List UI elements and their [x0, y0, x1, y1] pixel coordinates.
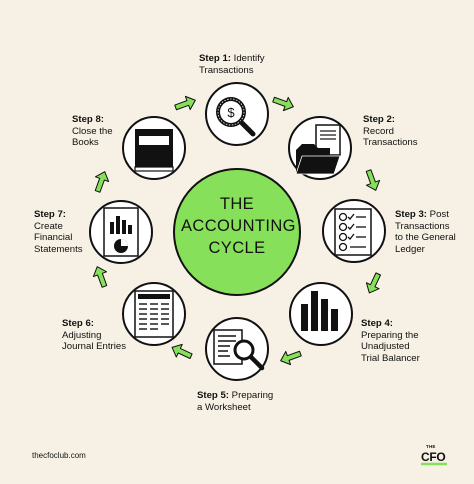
step-2-label: Step 2: Record Transactions — [363, 114, 418, 149]
closed-book-icon — [134, 129, 174, 172]
step-3-label: Step 3: Post Transactions to the General… — [395, 209, 456, 255]
step-7-text-line-1: Create — [34, 220, 63, 232]
center-title-line-2: ACCOUNTING — [181, 217, 296, 235]
center-title-line-3: CYCLE — [208, 239, 266, 257]
arrow-6-to-7 — [92, 266, 108, 288]
step-6-text-line-2: Journal Entries — [62, 341, 126, 352]
arrow-2-to-3 — [365, 169, 381, 191]
document-magnifier-icon — [213, 329, 265, 371]
step-6-label: Step 6: Adjusting Journal Entries — [62, 318, 126, 353]
step-8-text-line-1: Close the — [72, 125, 113, 137]
step-4-icon-circle — [289, 282, 353, 346]
step-7-icon-circle — [89, 200, 153, 264]
arrow-7-to-8 — [94, 171, 110, 193]
center-title-line-1: THE — [219, 195, 255, 213]
step-3-text-line-2: Transactions — [395, 220, 450, 232]
magnifier-dollar-icon: $ — [216, 97, 256, 137]
logo-the-text: THE — [426, 444, 436, 449]
step-4-heading: Step 4: — [361, 318, 393, 329]
step-5-text-line-2: a Worksheet — [197, 401, 251, 413]
arrow-8-to-1 — [174, 95, 196, 111]
step-4-text-line-1: Preparing the — [361, 329, 419, 341]
step-3-icon-circle — [322, 199, 386, 263]
step-7-heading: Step 7: — [34, 209, 66, 220]
step-2-heading: Step 2: — [363, 114, 395, 125]
report-charts-icon — [103, 207, 139, 257]
center-title: THE ACCOUNTING CYCLE — [181, 193, 296, 259]
step-5-label: Step 5: Preparing a Worksheet — [197, 390, 273, 413]
step-3-text-line-3: to the General — [395, 232, 456, 243]
journal-sheet-icon — [134, 290, 174, 338]
step-7-text-line-2: Financial — [34, 232, 73, 243]
step-1-label: Step 1: Identify Transactions — [199, 53, 265, 76]
step-1-heading: Step 1: — [199, 53, 231, 64]
step-1-icon-circle: $ — [205, 82, 269, 146]
step-6-icon-circle — [122, 282, 186, 346]
footer-site-link[interactable]: thecfoclub.com — [32, 451, 86, 460]
step-8-text-line-2: Books — [72, 137, 99, 148]
arrow-4-to-5 — [280, 350, 302, 366]
checklist-icon — [334, 208, 372, 256]
step-7-label: Step 7: Create Financial Statements — [34, 209, 83, 255]
step-7-text-line-3: Statements — [34, 243, 83, 255]
step-4-text-line-3: Trial Balancer — [361, 352, 420, 364]
step-2-text-line-2: Transactions — [363, 137, 418, 148]
step-1-text-line-2: Transactions — [199, 64, 254, 76]
arrow-3-to-4 — [365, 272, 381, 294]
step-4-label: Step 4: Preparing the Unadjusted Trial B… — [361, 318, 420, 364]
step-3-heading: Step 3: — [395, 209, 427, 220]
step-1-text-line-1: Identify — [231, 53, 265, 64]
step-6-text-line-1: Adjusting — [62, 329, 102, 341]
step-6-heading: Step 6: — [62, 318, 94, 329]
step-5-text-line-1: Preparing — [229, 390, 274, 401]
step-8-icon-circle — [122, 116, 186, 180]
bar-chart-icon — [301, 291, 338, 331]
logo-cfo-text: CFO — [421, 450, 446, 464]
arrow-5-to-6 — [171, 343, 193, 359]
step-3-text-line-4: Ledger — [395, 243, 425, 255]
step-4-text-line-2: Unadjusted — [361, 341, 410, 352]
step-5-icon-circle — [205, 317, 269, 381]
center-circle — [173, 168, 301, 296]
folder-documents-icon — [295, 124, 341, 175]
step-3-text-line-1: Post — [427, 209, 449, 220]
svg-text:$: $ — [227, 105, 235, 120]
step-8-label: Step 8: Close the Books — [72, 114, 113, 149]
step-2-icon-circle — [288, 116, 352, 180]
step-2-text-line-1: Record — [363, 125, 394, 137]
arrow-1-to-2 — [272, 96, 294, 112]
step-5-heading: Step 5: — [197, 390, 229, 401]
step-8-heading: Step 8: — [72, 114, 104, 125]
